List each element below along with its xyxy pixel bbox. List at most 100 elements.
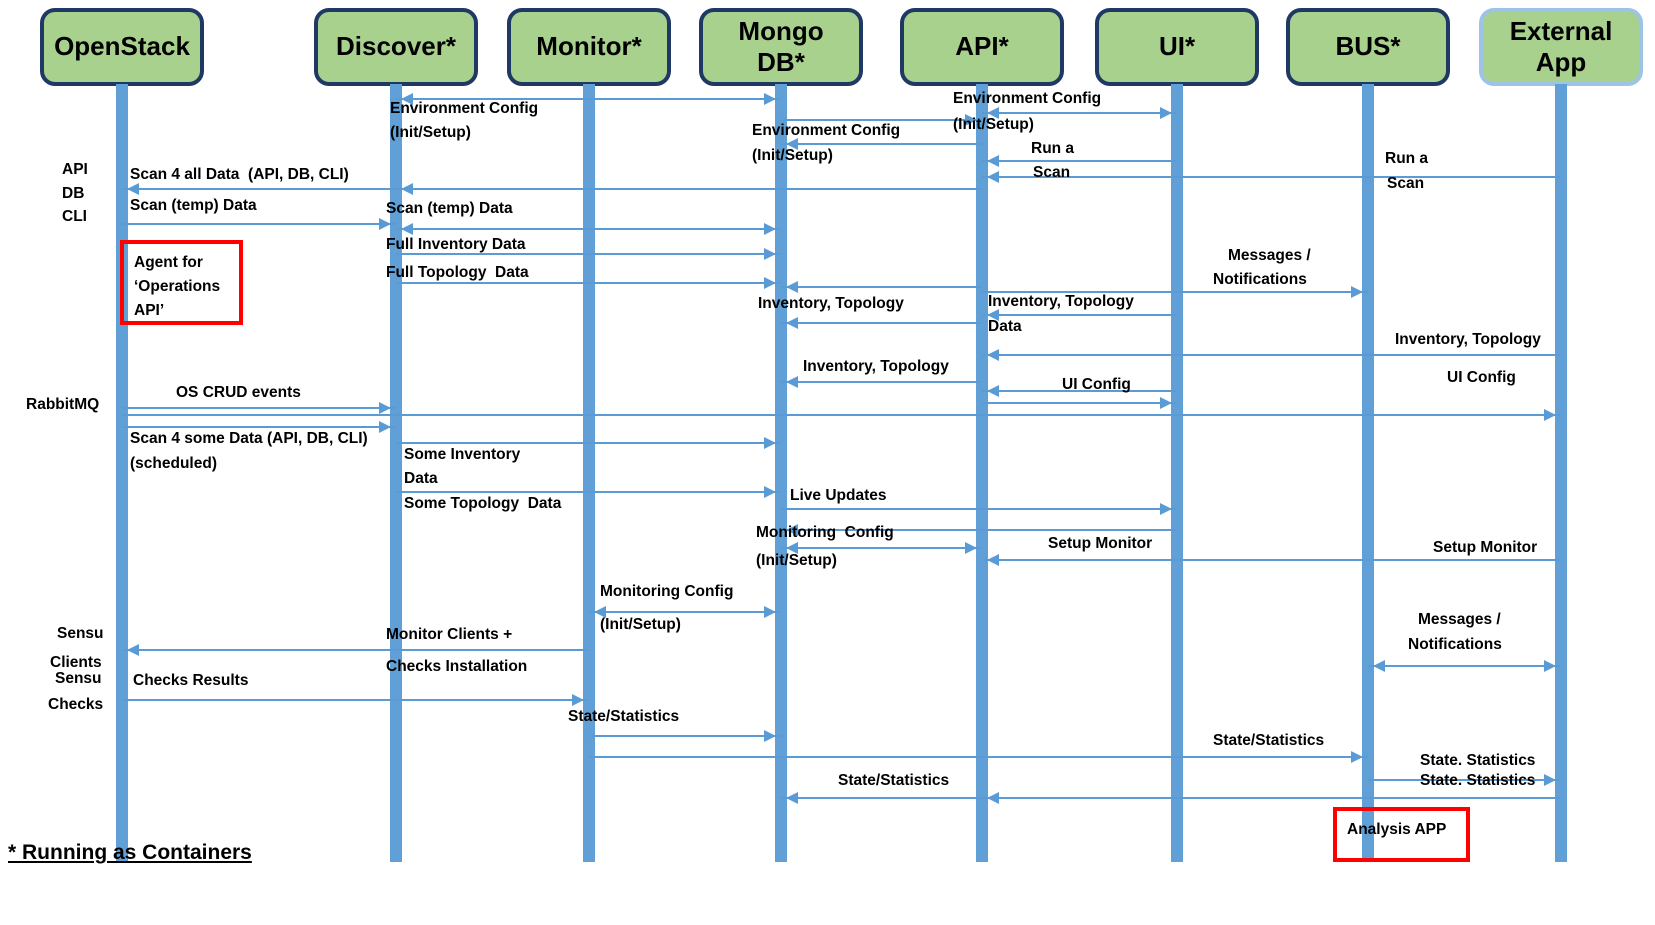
arrow-some-inventory-data	[396, 442, 781, 444]
arrowhead-env-config-mongodb-to-api-api	[965, 114, 977, 126]
arrowhead-full-topology-data-mongodb	[764, 277, 776, 289]
lane-header-label: OpenStack	[54, 31, 190, 62]
arrowhead-inventory-topology-2-mongodb	[786, 317, 798, 329]
arrowhead-env-config-discover-mongodb-discover	[401, 93, 413, 105]
arrow-monitoring-config-mongo-api	[781, 547, 982, 549]
callout-line: ‘Operations	[134, 278, 221, 296]
label-ui-config-r: UI Config	[1447, 369, 1516, 386]
arrowhead-inventory-topology-external-api-api	[987, 349, 999, 361]
arrowhead-full-inventory-data-mongodb	[764, 248, 776, 260]
arrowhead-monitoring-config-mongo-api-api	[965, 542, 977, 554]
label-live-updates: Live Updates	[790, 487, 887, 504]
arrowhead-state-statistics-bus-external-external	[1544, 774, 1556, 786]
arrowhead-env-config-api-to-mongodb-mongodb	[786, 138, 798, 150]
arrowhead-monitoring-config-mongo-api-mongodb	[786, 542, 798, 554]
arrowhead-scan-temp-data-discover-mongo-discover	[401, 223, 413, 235]
label-scan-4-some-a: Scan 4 some Data (API, DB, CLI)	[130, 430, 368, 447]
label-state-stat-4: State/Statistics	[838, 772, 950, 789]
arrowhead-env-config-api-ui-api	[987, 107, 999, 119]
label-scan-4-some-b: (scheduled)	[130, 455, 217, 472]
label-full-topo: Full Topology Data	[386, 264, 529, 281]
arrow-env-config-api-to-mongodb	[781, 143, 982, 145]
arrowhead-messages-notifications-bus-ext-bus	[1373, 660, 1385, 672]
label-env-config-3b: (Init/Setup)	[752, 147, 833, 164]
arrowhead-state-statistics-external-mongo-api	[987, 792, 999, 804]
label-mon-config-ra: Monitoring Config	[756, 524, 894, 541]
label-mon-config-la: Monitoring Config	[600, 583, 734, 600]
arrow-full-inventory-data	[396, 253, 781, 255]
arrowhead-inventory-topology-1-mongodb	[786, 281, 798, 293]
lifeline-discover	[390, 84, 402, 862]
label-setup-mon-r: Setup Monitor	[1433, 539, 1538, 556]
running-as-containers-note: * Running as Containers	[8, 841, 252, 864]
arrow-setup-monitor	[982, 559, 1561, 561]
label-env-config-2a: Environment Config	[953, 90, 1102, 107]
arrow-ui-config-ui-to-api	[982, 390, 1177, 392]
label-some-topo: Some Topology Data	[404, 495, 562, 512]
lane-header-monitor: Monitor*	[507, 8, 671, 86]
lane-header-bus: BUS*	[1286, 8, 1450, 86]
arrow-live-updates-return	[781, 529, 1177, 531]
label-state-stat-3: State. Statistics	[1420, 752, 1536, 769]
arrowhead-ui-config-ui-to-api-api	[987, 385, 999, 397]
lane-header-label: External	[1509, 15, 1613, 46]
label-run-a-scan-1a: Run a	[1031, 140, 1075, 157]
arrowhead-scan-4-some-data-discover	[379, 421, 391, 433]
arrow-run-a-scan-external-to-api	[982, 176, 1561, 178]
arrowhead-env-config-discover-mongodb-mongodb	[764, 93, 776, 105]
label-run-a-scan-2b: Scan	[1387, 175, 1425, 192]
arrow-some-topology-data	[396, 491, 781, 493]
lane-header-label: BUS*	[1335, 31, 1401, 62]
arrowhead-monitoring-config-monitor-mongo-monitor	[594, 606, 606, 618]
lane-header-label: API*	[955, 31, 1009, 62]
label-msgs-notif-1a: Messages /	[1228, 247, 1311, 264]
lane-header-label: UI*	[1158, 31, 1196, 62]
label-cli-side: CLI	[62, 208, 87, 225]
arrowhead-os-crud-events-discover	[379, 402, 391, 414]
label-inv-topo-ext: Inventory, Topology	[1395, 331, 1541, 348]
arrow-state-statistics-bus-external	[1368, 779, 1561, 781]
label-run-a-scan-2a: Run a	[1385, 150, 1429, 167]
arrowhead-checks-results-monitor	[572, 694, 584, 706]
arrow-inventory-topology-1	[781, 286, 982, 288]
label-state-stat-5: State. Statistics	[1420, 772, 1536, 789]
arrowhead-scan-temp-data-discover-mongo-mongodb	[764, 223, 776, 235]
label-mon-config-lb: (Init/Setup)	[600, 616, 681, 633]
label-msgs-notif-2b: Notifications	[1408, 636, 1502, 653]
arrow-env-config-api-ui	[982, 112, 1177, 114]
callout-line: Agent for	[134, 254, 203, 271]
label-msgs-notif-2a: Messages /	[1418, 611, 1501, 628]
label-env-config-1b: (Init/Setup)	[390, 124, 471, 141]
lifeline-external	[1555, 84, 1567, 862]
arrow-scan-4-some-data	[122, 426, 396, 428]
lane-header-label: Mongo	[738, 15, 824, 46]
lifeline-mongodb	[775, 84, 787, 862]
lane-header-label: App	[1535, 47, 1587, 77]
lane-header-label: Monitor*	[536, 31, 642, 62]
label-mon-clients-b: Checks Installation	[386, 658, 528, 675]
arrowhead-run-a-scan-external-to-api-api	[987, 171, 999, 183]
label-checks-results: Checks Results	[133, 672, 249, 689]
lane-header-openstack: OpenStack	[40, 8, 204, 86]
label-inv-topo-data-b: Data	[988, 318, 1022, 335]
label-scan-4-all: Scan 4 all Data (API, DB, CLI)	[130, 166, 349, 183]
label-some-inv-b: Data	[404, 470, 438, 487]
arrow-env-config-discover-mongodb	[396, 98, 781, 100]
lane-header-discover: Discover*	[314, 8, 478, 86]
arrowhead-env-config-api-ui-ui	[1160, 107, 1172, 119]
arrow-scan-temp-data-os-discover	[122, 223, 396, 225]
arrowhead-setup-monitor-api	[987, 554, 999, 566]
arrowhead-state-statistics-monitor-bus-bus	[1351, 751, 1363, 763]
arrow-state-statistics-external-mongo	[781, 797, 1561, 799]
label-sensu-1b: Clients	[50, 654, 102, 671]
label-inv-topo-1: Inventory, Topology	[758, 295, 904, 312]
arrow-full-topology-data	[396, 282, 781, 284]
arrow-inventory-topology-3	[781, 381, 982, 383]
lane-header-ui: UI*	[1095, 8, 1259, 86]
arrowhead-scan-4-all-data-discover	[401, 183, 413, 195]
label-mon-config-rb: (Init/Setup)	[756, 552, 837, 569]
label-os-crud: OS CRUD events	[176, 384, 301, 401]
